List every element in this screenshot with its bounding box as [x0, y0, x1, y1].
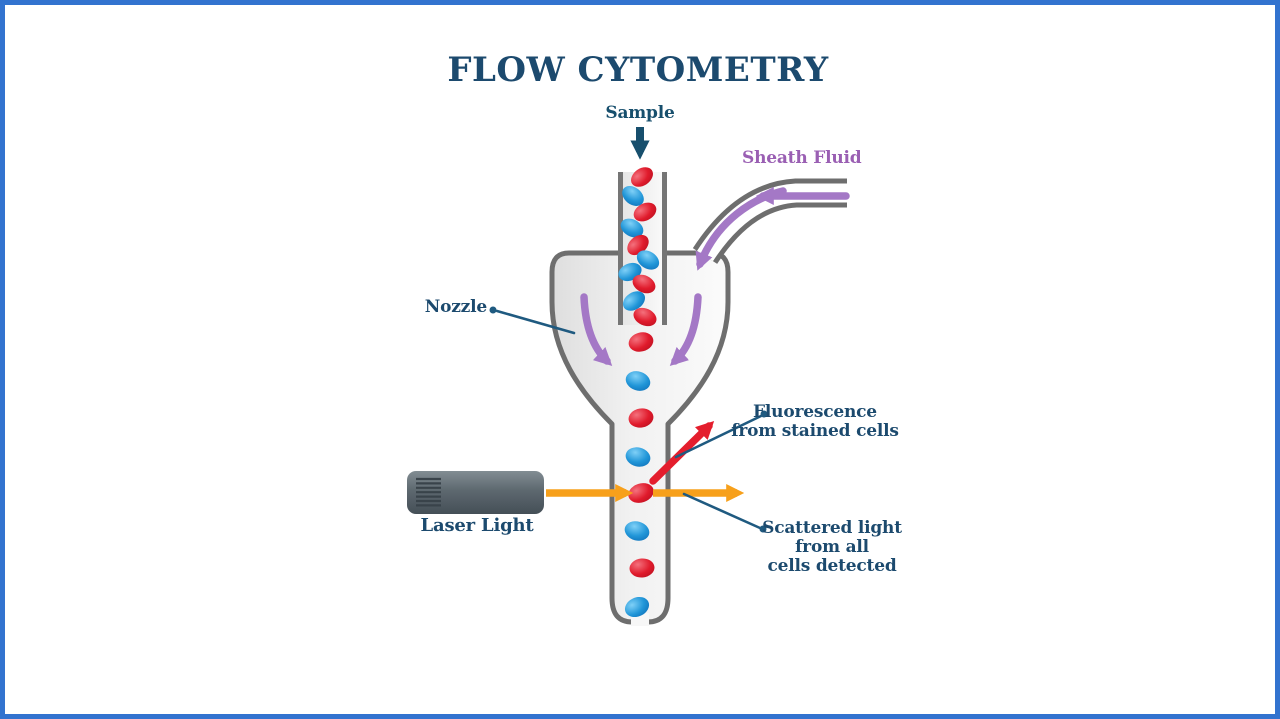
blue-cell	[624, 596, 650, 618]
red-cell	[627, 234, 649, 256]
sample-label: Sample	[605, 103, 675, 123]
sheath-arrow-bend	[695, 187, 787, 271]
laser-light-label: Laser Light	[420, 515, 534, 536]
sheath-flow-arrows	[580, 186, 850, 366]
red-cell	[631, 167, 653, 187]
blue-cell	[625, 447, 651, 467]
blue-cell	[624, 521, 650, 541]
scattered-label-line2: from all	[795, 537, 869, 557]
nozzle-leader-dot	[489, 306, 497, 314]
sheath-arrow-funnel-right	[669, 293, 702, 366]
cells-layer	[618, 167, 660, 618]
blue-cell	[625, 371, 651, 391]
red-cell	[632, 274, 656, 294]
nozzle-label: Nozzle	[424, 297, 487, 317]
fluorescence-label: Fluorescence from stained cells	[731, 402, 899, 441]
page-title: FLOW CYTOMETRY	[447, 50, 829, 90]
red-cell	[629, 558, 655, 578]
scattered-label-line1: Scattered light	[762, 518, 902, 538]
laser-device	[407, 471, 544, 514]
scattered-leader-dot	[759, 525, 767, 533]
blue-cell	[620, 218, 644, 238]
blue-cell	[622, 186, 644, 206]
red-cell	[633, 307, 657, 327]
blue-cell	[622, 291, 646, 311]
nozzle-leader-line	[495, 309, 576, 335]
blue-cell	[636, 250, 660, 270]
red-cell	[628, 332, 654, 352]
scattered-leader-line	[682, 492, 762, 530]
fluorescence-leader-dot	[760, 410, 768, 418]
red-cell	[628, 483, 654, 503]
fluorescence-label-line1: Fluorescence	[753, 402, 877, 422]
leader-lines	[489, 306, 768, 533]
fluorescence-label-line2: from stained cells	[731, 421, 899, 441]
red-cell	[633, 202, 657, 222]
fluorescence-leader-line	[674, 414, 763, 459]
scattered-label-line3: cells detected	[767, 556, 897, 576]
sheath-arrow-funnel-left	[580, 293, 613, 366]
red-cell	[628, 408, 654, 428]
sheath-fluid-label: Sheath Fluid	[742, 148, 862, 168]
laser-grill	[416, 477, 441, 507]
scattered-light-label: Scattered light from all cells detected	[762, 519, 902, 576]
